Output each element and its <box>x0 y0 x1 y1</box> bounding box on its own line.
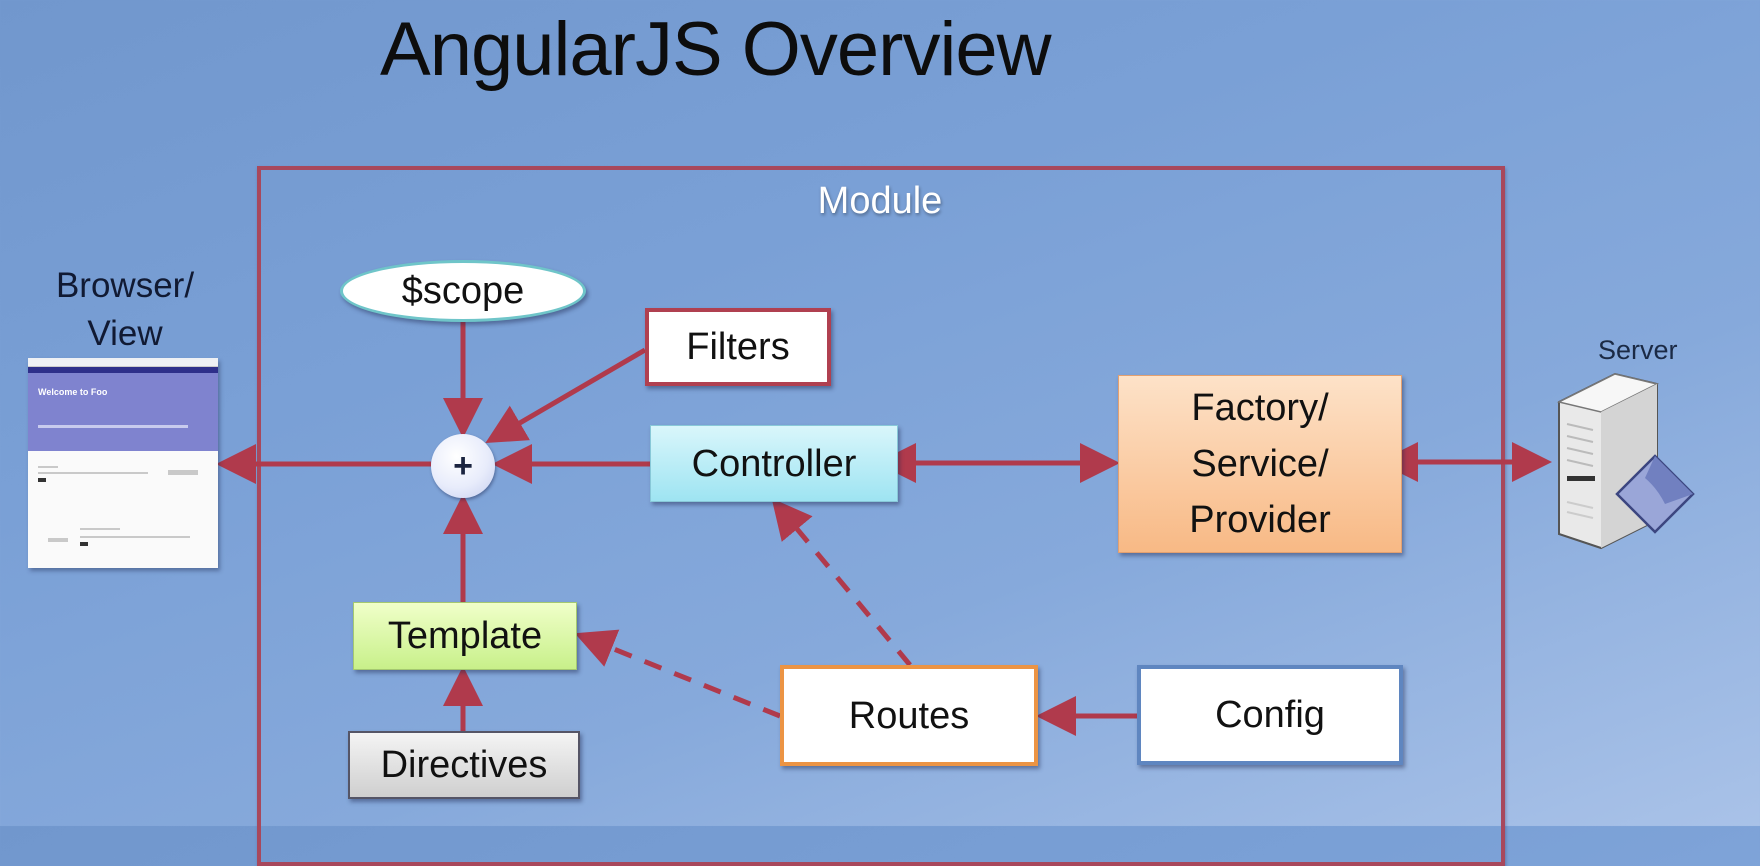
browser-small-button <box>80 542 88 546</box>
directives-node: Directives <box>348 731 580 799</box>
browser-button <box>168 470 198 475</box>
template-node: Template <box>353 602 577 670</box>
connector-layer <box>216 322 1552 736</box>
filters-node: Filters <box>645 308 831 386</box>
browser-hero: Welcome to Foo <box>28 373 218 451</box>
slide-title: AngularJS Overview <box>380 7 1052 92</box>
server-icon <box>1556 372 1695 550</box>
browser-text-line <box>48 538 68 542</box>
service-label: Service/ <box>1191 443 1329 485</box>
browser-text-line <box>80 536 190 538</box>
routes-node: Routes <box>780 665 1038 766</box>
browser-label-line2: View <box>87 314 163 353</box>
browser-label: Browser/ View <box>30 262 220 358</box>
provider-label: Provider <box>1189 499 1331 541</box>
factory-label: Factory/ <box>1191 387 1329 429</box>
config-node: Config <box>1137 665 1403 765</box>
browser-hero-title: Welcome to Foo <box>38 387 108 397</box>
controller-node: Controller <box>650 425 898 502</box>
server-label: Server <box>1598 335 1678 365</box>
browser-text-line <box>80 528 120 530</box>
combine-node: + <box>431 434 495 498</box>
browser-text-line <box>38 472 148 474</box>
edge-routes-to-template <box>574 629 781 719</box>
browser-text-line <box>38 466 58 468</box>
browser-view-thumbnail: Welcome to Foo <box>28 358 218 568</box>
browser-label-line1: Browser/ <box>55 266 195 305</box>
browser-address-bar <box>28 358 218 367</box>
edge-filters-to-plus <box>485 347 647 444</box>
plus-icon: + <box>453 446 473 485</box>
factory-service-provider-node: Factory/ Service/ Provider <box>1118 375 1402 553</box>
scope-node: $scope <box>340 260 586 322</box>
edge-routes-to-controller <box>771 498 912 667</box>
browser-hero-line <box>38 425 188 428</box>
browser-small-button <box>38 478 46 482</box>
gear-badge-icon <box>1615 454 1695 534</box>
browser-nav-strip <box>28 367 218 373</box>
module-label: Module <box>817 180 943 222</box>
